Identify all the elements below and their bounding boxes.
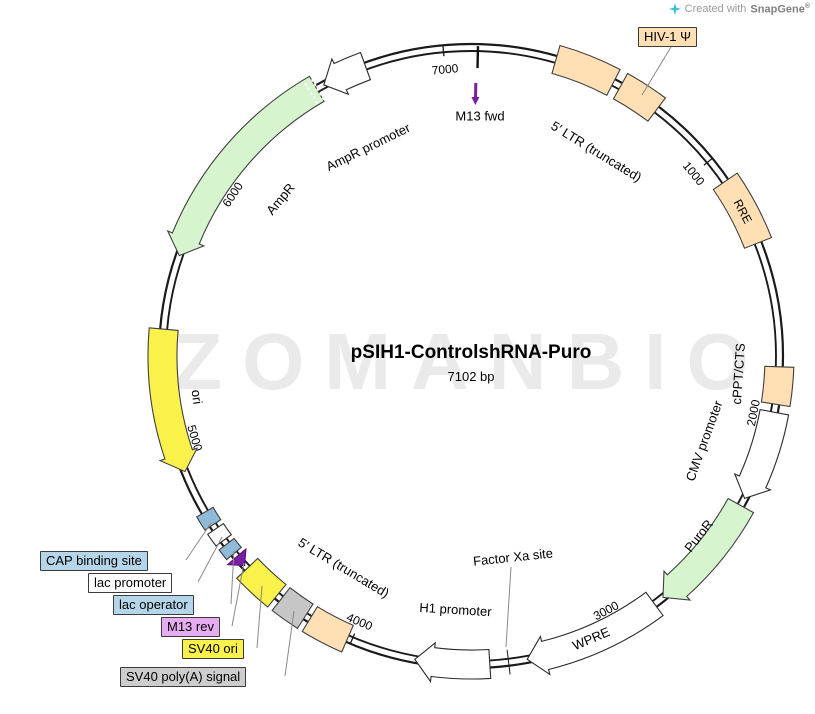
leader-m13-rev [231,562,245,627]
feature-ltr5-bottom [301,605,355,653]
feature-rre [712,172,773,249]
plasmid-title-block: pSIH1-ControlshRNA-Puro 7102 bp [271,342,671,384]
tick-4000 [349,633,356,644]
leader-factor-xa-site [505,566,512,648]
feature-ampr-promoter [323,51,372,96]
feature-label-ampr: AmpR [263,180,298,217]
callout-hiv1-psi: HIV-1 Ψ [638,27,697,47]
feature-label-cppt-cts: cPPT/CTS [729,342,748,405]
watermark: ZOMANBIO [173,317,769,406]
feature-label-h1-promoter: H1 promoter [419,600,493,619]
feature-label-cmv-promoter: CMV promoter [683,398,726,483]
plasmid-title: pSIH1-ControlshRNA-Puro [350,342,592,363]
tick-label-7000: 7000 [431,61,459,77]
m13-fwd-primer-arrowhead [471,97,480,105]
leader-lac-operator [230,550,235,605]
feature-wpre [526,591,664,676]
feature-h1-promoter [414,641,492,683]
plasmid-size: 7102 bp [447,369,495,384]
feature-label-ltr5-bottom: 5′ LTR (truncated) [296,535,392,601]
callout-sv40-polya: SV40 poly(A) signal [120,667,247,687]
feature-sv40-ori [235,557,287,608]
feature-cmv-promoter [733,408,790,500]
tick-1000 [703,157,713,166]
feature-cap-binding-site [195,506,222,531]
leader-sv40-polya [284,610,295,677]
tick-7000 [442,45,445,57]
callout-sv40-ori: SV40 ori [182,639,244,659]
feature-label-ampr-promoter: AmpR promoter [324,120,414,174]
feature-sv40-polya [271,586,314,630]
feature-ampr-truncation-hatch [303,80,319,105]
credit-prefix: Created with [684,3,747,16]
feature-cppt-cts [760,365,795,408]
origin-tick [476,46,480,69]
leader-sv40-ori [256,585,263,649]
credit-brand: SnapGene® [750,3,810,16]
feature-m13-rev [226,547,247,567]
feature-puror [662,497,755,601]
leader-hiv1-psi [641,46,672,96]
callout-m13-rev: M13 rev [161,617,220,637]
feature-ori [147,327,199,473]
feature-hiv1-psi [612,72,667,122]
callout-lac-operator: lac operator [113,595,194,615]
factor-xa-site-tick [506,649,511,675]
feature-label-ori: ori [188,389,205,406]
label-factor-xa-site: Factor Xa site [472,545,553,568]
snapgene-icon [668,3,681,16]
feature-label-ltr5-top: 5′ LTR (truncated) [548,118,644,185]
feature-ltr5-top [551,44,621,96]
feature-lac-operator [218,537,243,561]
leader-cap-binding-site [185,522,212,561]
leader-lac-promoter [197,536,223,583]
feature-lac-promoter [206,522,233,547]
feature-ampr [166,75,325,257]
tick-label-1000: 1000 [680,159,708,189]
label-m13-fwd: M13 fwd [455,109,504,124]
callout-lac-promoter: lac promoter [88,573,173,593]
feature-ampr-truncation-hatch [309,76,325,101]
callout-cap-binding-site: CAP binding site [40,551,148,571]
snapgene-credit: Created with SnapGene® [668,3,810,16]
